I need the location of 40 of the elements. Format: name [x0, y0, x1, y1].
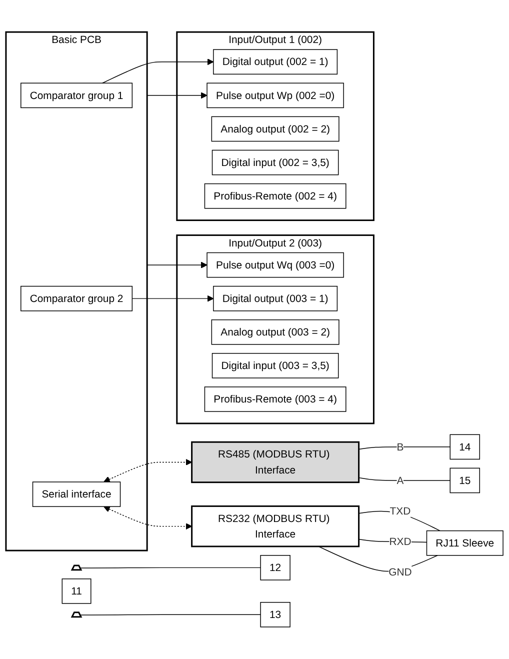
edge-label: A	[396, 474, 404, 486]
connector	[80, 567, 261, 568]
node-trapezoid	[70, 564, 82, 571]
arrow	[104, 458, 192, 482]
node-box: Digital output (002 = 1)	[213, 49, 338, 75]
node-box: 14	[450, 434, 480, 460]
node-box: Comparator group 2	[20, 286, 133, 312]
edge-label: RXD	[389, 535, 412, 548]
node-box: 13	[260, 602, 290, 628]
node-box: Comparator group 1	[20, 82, 133, 108]
connector	[318, 546, 438, 572]
node-trapezoid	[70, 612, 82, 618]
node-box: Profibus-Remote (003 = 4)	[204, 386, 346, 412]
node-box: Analog output (002 = 2)	[211, 116, 340, 142]
node-box: Digital input (003 = 3,5)	[212, 352, 339, 378]
arrow	[132, 295, 214, 302]
node-box: Analog output (003 = 2)	[211, 319, 340, 345]
node-box: Serial interface	[32, 482, 121, 507]
node-box: Digital output (003 = 1)	[213, 286, 338, 312]
node-box: Pulse output Wq (003 =0)	[206, 252, 344, 278]
connector	[358, 446, 450, 450]
node-box: RJ11 Sleeve	[426, 530, 504, 556]
node-box: Digital input (002 = 3,5)	[212, 150, 339, 176]
node-box: RS232 (MODBUS RTU) Interface	[191, 505, 360, 548]
node-box: 15	[450, 468, 480, 494]
node-box: RS485 (MODBUS RTU) Interface	[191, 441, 360, 484]
arrow	[146, 262, 208, 268]
arrow	[146, 92, 208, 99]
node-box: 11	[62, 578, 92, 604]
node-box: Profibus-Remote (002 = 4)	[204, 183, 346, 209]
node-box: Pulse output Wp (002 =0)	[206, 82, 344, 108]
connector	[358, 477, 450, 481]
arrow	[102, 58, 214, 84]
arrow	[104, 506, 192, 530]
connector	[80, 614, 261, 616]
connector	[358, 510, 440, 532]
edge-label: TXD	[390, 504, 411, 517]
node-box: 12	[260, 555, 290, 580]
edge-label: B	[396, 440, 404, 453]
edge-label: GND	[388, 566, 412, 578]
